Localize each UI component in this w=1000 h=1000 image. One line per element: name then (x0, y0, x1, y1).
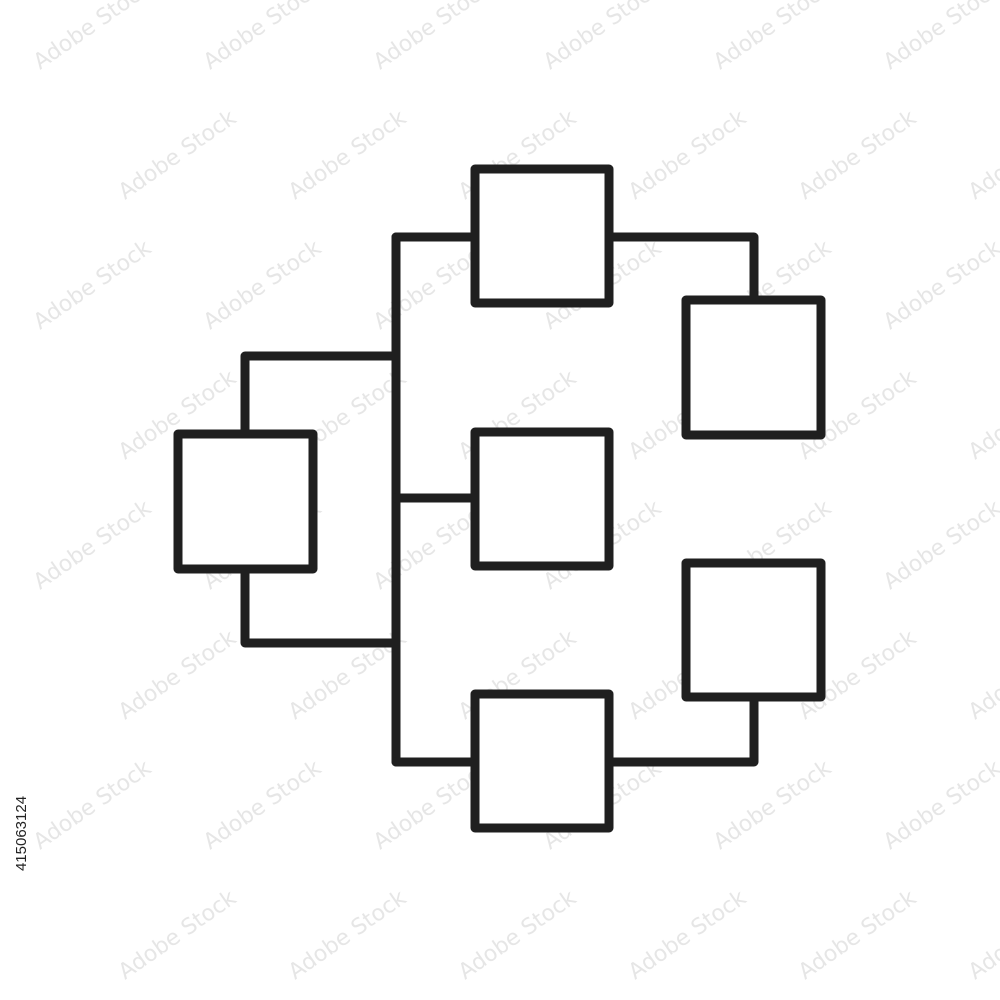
connector-root-bottom (240, 564, 401, 648)
watermark-text: Adobe Stock (709, 0, 836, 75)
watermark-text: Adobe Stock (114, 105, 241, 204)
watermark-text: Adobe Stock (284, 885, 411, 984)
connector-root-top (240, 351, 401, 439)
watermark-text: Adobe Stock (114, 885, 241, 984)
watermark-text: Adobe Stock (964, 885, 1000, 984)
watermark-text: Adobe Stock (114, 625, 241, 724)
watermark-text: Adobe Stock (284, 105, 411, 204)
watermark-text: Adobe Stock (454, 885, 581, 984)
watermark-text: Adobe Stock (199, 755, 326, 854)
watermark-text: Adobe Stock (879, 495, 1000, 594)
watermark-text: Adobe Stock (29, 0, 156, 75)
node-top-right (681, 295, 826, 440)
node-root (173, 429, 318, 574)
connector-layer (240, 232, 759, 767)
node-layer (173, 164, 826, 833)
watermark-text: Adobe Stock (29, 235, 156, 334)
node-center-middle (470, 427, 614, 571)
stock-id-label: 415063124 (10, 766, 34, 900)
watermark-text: Adobe Stock (369, 0, 496, 75)
watermark-text: Adobe Stock (879, 0, 1000, 75)
node-bottom-middle (470, 689, 614, 833)
watermark-text: Adobe Stock (199, 0, 326, 75)
watermark-text: Adobe Stock (879, 755, 1000, 854)
watermark-text: Adobe Stock (29, 755, 156, 854)
watermark-text: Adobe Stock (709, 755, 836, 854)
watermark-text: Adobe Stock (794, 885, 921, 984)
watermark-text: Adobe Stock (624, 885, 751, 984)
connector-bottom-middle-to-bottom-right (604, 692, 759, 767)
watermark-text: Adobe Stock (29, 495, 156, 594)
connector-top-middle-to-top-right (604, 232, 759, 305)
watermark-text: Adobe Stock (624, 105, 751, 204)
node-top-middle (470, 164, 614, 308)
watermark-text: Adobe Stock (964, 365, 1000, 464)
watermark-text: Adobe Stock (539, 0, 666, 75)
watermark-text: Adobe Stock (199, 235, 326, 334)
watermark-text: Adobe Stock (794, 105, 921, 204)
watermark-text: Adobe Stock (879, 235, 1000, 334)
node-bottom-right (681, 558, 826, 702)
watermark-text: Adobe Stock (964, 625, 1000, 724)
stock-id-text: 415063124 (13, 795, 31, 871)
watermark-text: Adobe Stock (964, 105, 1000, 204)
